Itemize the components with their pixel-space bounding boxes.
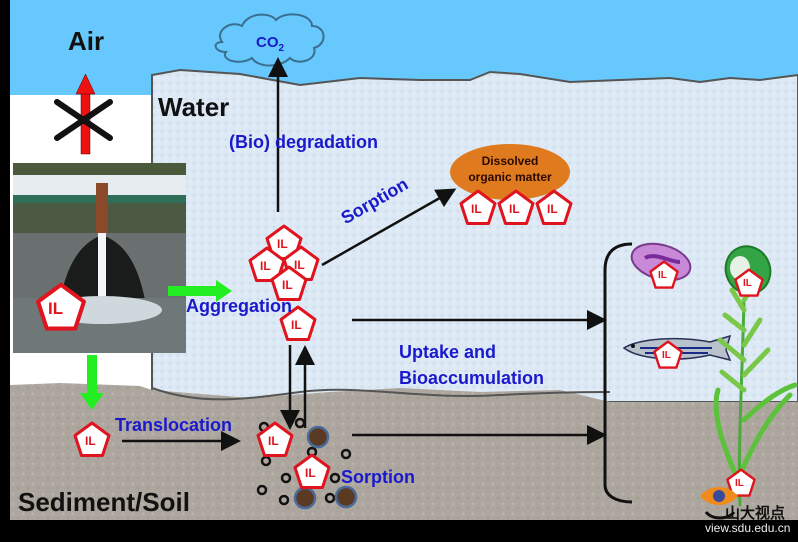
wastewater-photo (13, 163, 186, 353)
dissolved-organic-matter (450, 144, 570, 200)
il-label-algae: IL (743, 278, 752, 289)
co2-subscript: 2 (278, 43, 285, 54)
translocation-label: Translocation (115, 415, 233, 435)
il-label-plant: IL (735, 478, 744, 489)
watermark-brand: 山大视点 (725, 505, 786, 522)
uptake-label-line1: Uptake and (399, 342, 497, 362)
dom-label-line1: Dissolved (481, 154, 539, 168)
degradation-label: (Bio) degradation (229, 132, 378, 152)
il-label: IL (260, 259, 271, 273)
co2-text: CO (256, 34, 279, 51)
organisms-bracket (603, 242, 633, 504)
il-label-source: IL (48, 299, 64, 318)
sediment-label: Sediment/Soil (18, 487, 190, 517)
il-label-cell: IL (658, 270, 667, 281)
uptake-label-line2: Bioaccumulation (399, 368, 545, 388)
sediment-region (10, 383, 798, 520)
il-label: IL (277, 237, 288, 251)
blocked-x-icon (54, 99, 113, 141)
sorption-sediment-label: Sorption (341, 467, 415, 487)
co2-label: CO2 (256, 34, 284, 54)
water-label: Water (158, 92, 230, 122)
green-arrow-right (168, 286, 218, 296)
il-label: IL (282, 278, 293, 292)
il-label: IL (471, 202, 482, 216)
sediment-particles (256, 417, 358, 510)
watermark-url: view.sdu.edu.cn (705, 521, 791, 535)
il-label: IL (294, 258, 305, 272)
il-label: IL (509, 202, 520, 216)
il-label: IL (547, 202, 558, 216)
il-label: IL (291, 318, 302, 332)
green-arrow-down (87, 355, 97, 395)
il-label: IL (268, 434, 279, 448)
air-label: Air (68, 26, 105, 56)
il-label: IL (85, 434, 96, 448)
aggregation-label: Aggregation (186, 296, 292, 316)
co2-cloud (214, 13, 325, 67)
il-label-fish: IL (662, 350, 671, 361)
sorption-dom-arrow (321, 188, 457, 267)
il-label: IL (305, 466, 316, 480)
watermark-logo (700, 487, 738, 520)
dom-label-line2: organic matter (468, 170, 552, 184)
